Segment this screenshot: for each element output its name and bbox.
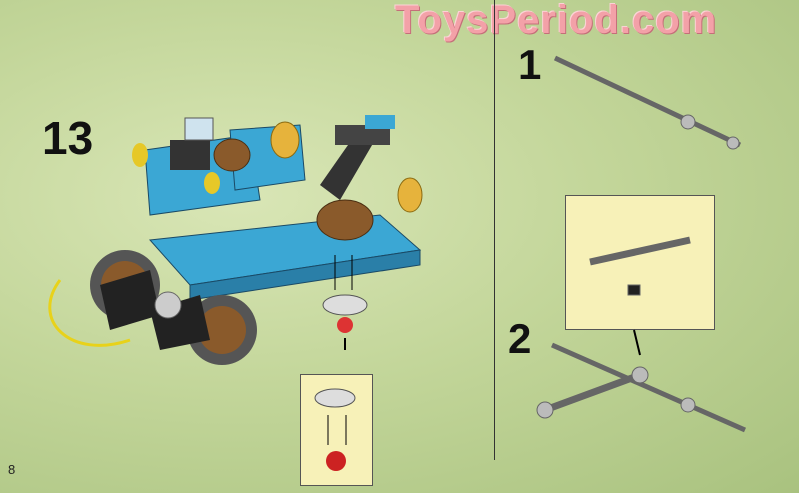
page-divider (494, 0, 495, 460)
vehicle-illustration (48, 115, 423, 365)
step-number-sub1: 1 (518, 41, 542, 88)
step-number-sub2: 2 (508, 315, 532, 362)
step-number-main: 13 (42, 112, 94, 164)
page-number: 8 (8, 462, 16, 477)
axle-parts (536, 55, 747, 433)
callout-axle-assembly (565, 195, 715, 330)
turntable-parts (314, 255, 368, 471)
watermark-logo: ToysPeriod.com (395, 0, 718, 42)
